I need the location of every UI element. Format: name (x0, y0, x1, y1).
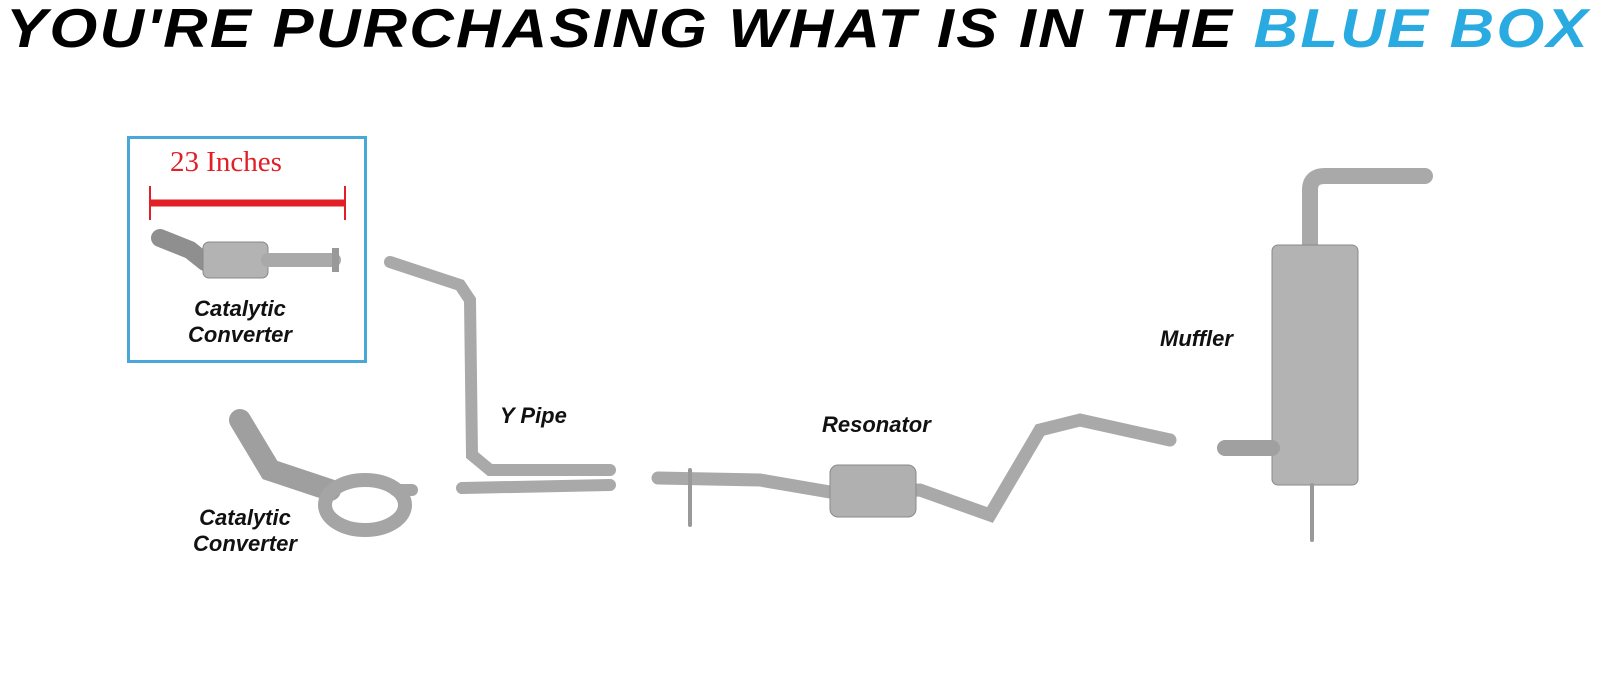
resonator-image (651, 413, 1177, 527)
catalytic-converter-label: Catalytic Converter (165, 505, 325, 557)
resonator-label: Resonator (822, 412, 931, 437)
muffler-label: Muffler (1160, 326, 1233, 351)
label-line: Converter (193, 531, 297, 556)
title-highlight: BLUE BOX (1253, 0, 1590, 59)
title-text: YOU'RE PURCHASING WHAT IS IN THE (6, 0, 1235, 59)
selected-part-label: Catalytic Converter (160, 296, 320, 348)
label-line: Converter (188, 322, 292, 347)
label-line: Catalytic (194, 296, 286, 321)
dimension-bar (149, 186, 346, 220)
dimension-label: 23 Inches (170, 146, 282, 178)
muffler-image (1217, 168, 1433, 542)
catalytic-converter-selected-image (151, 229, 341, 279)
y-pipe-image (384, 256, 616, 494)
catalytic-converter-image (229, 409, 418, 537)
page-title: YOU'RE PURCHASING WHAT IS IN THE BLUE BO… (6, 0, 1590, 60)
purchased-item-box (127, 136, 367, 363)
label-line: Catalytic (199, 505, 291, 530)
y-pipe-label: Y Pipe (500, 403, 567, 428)
